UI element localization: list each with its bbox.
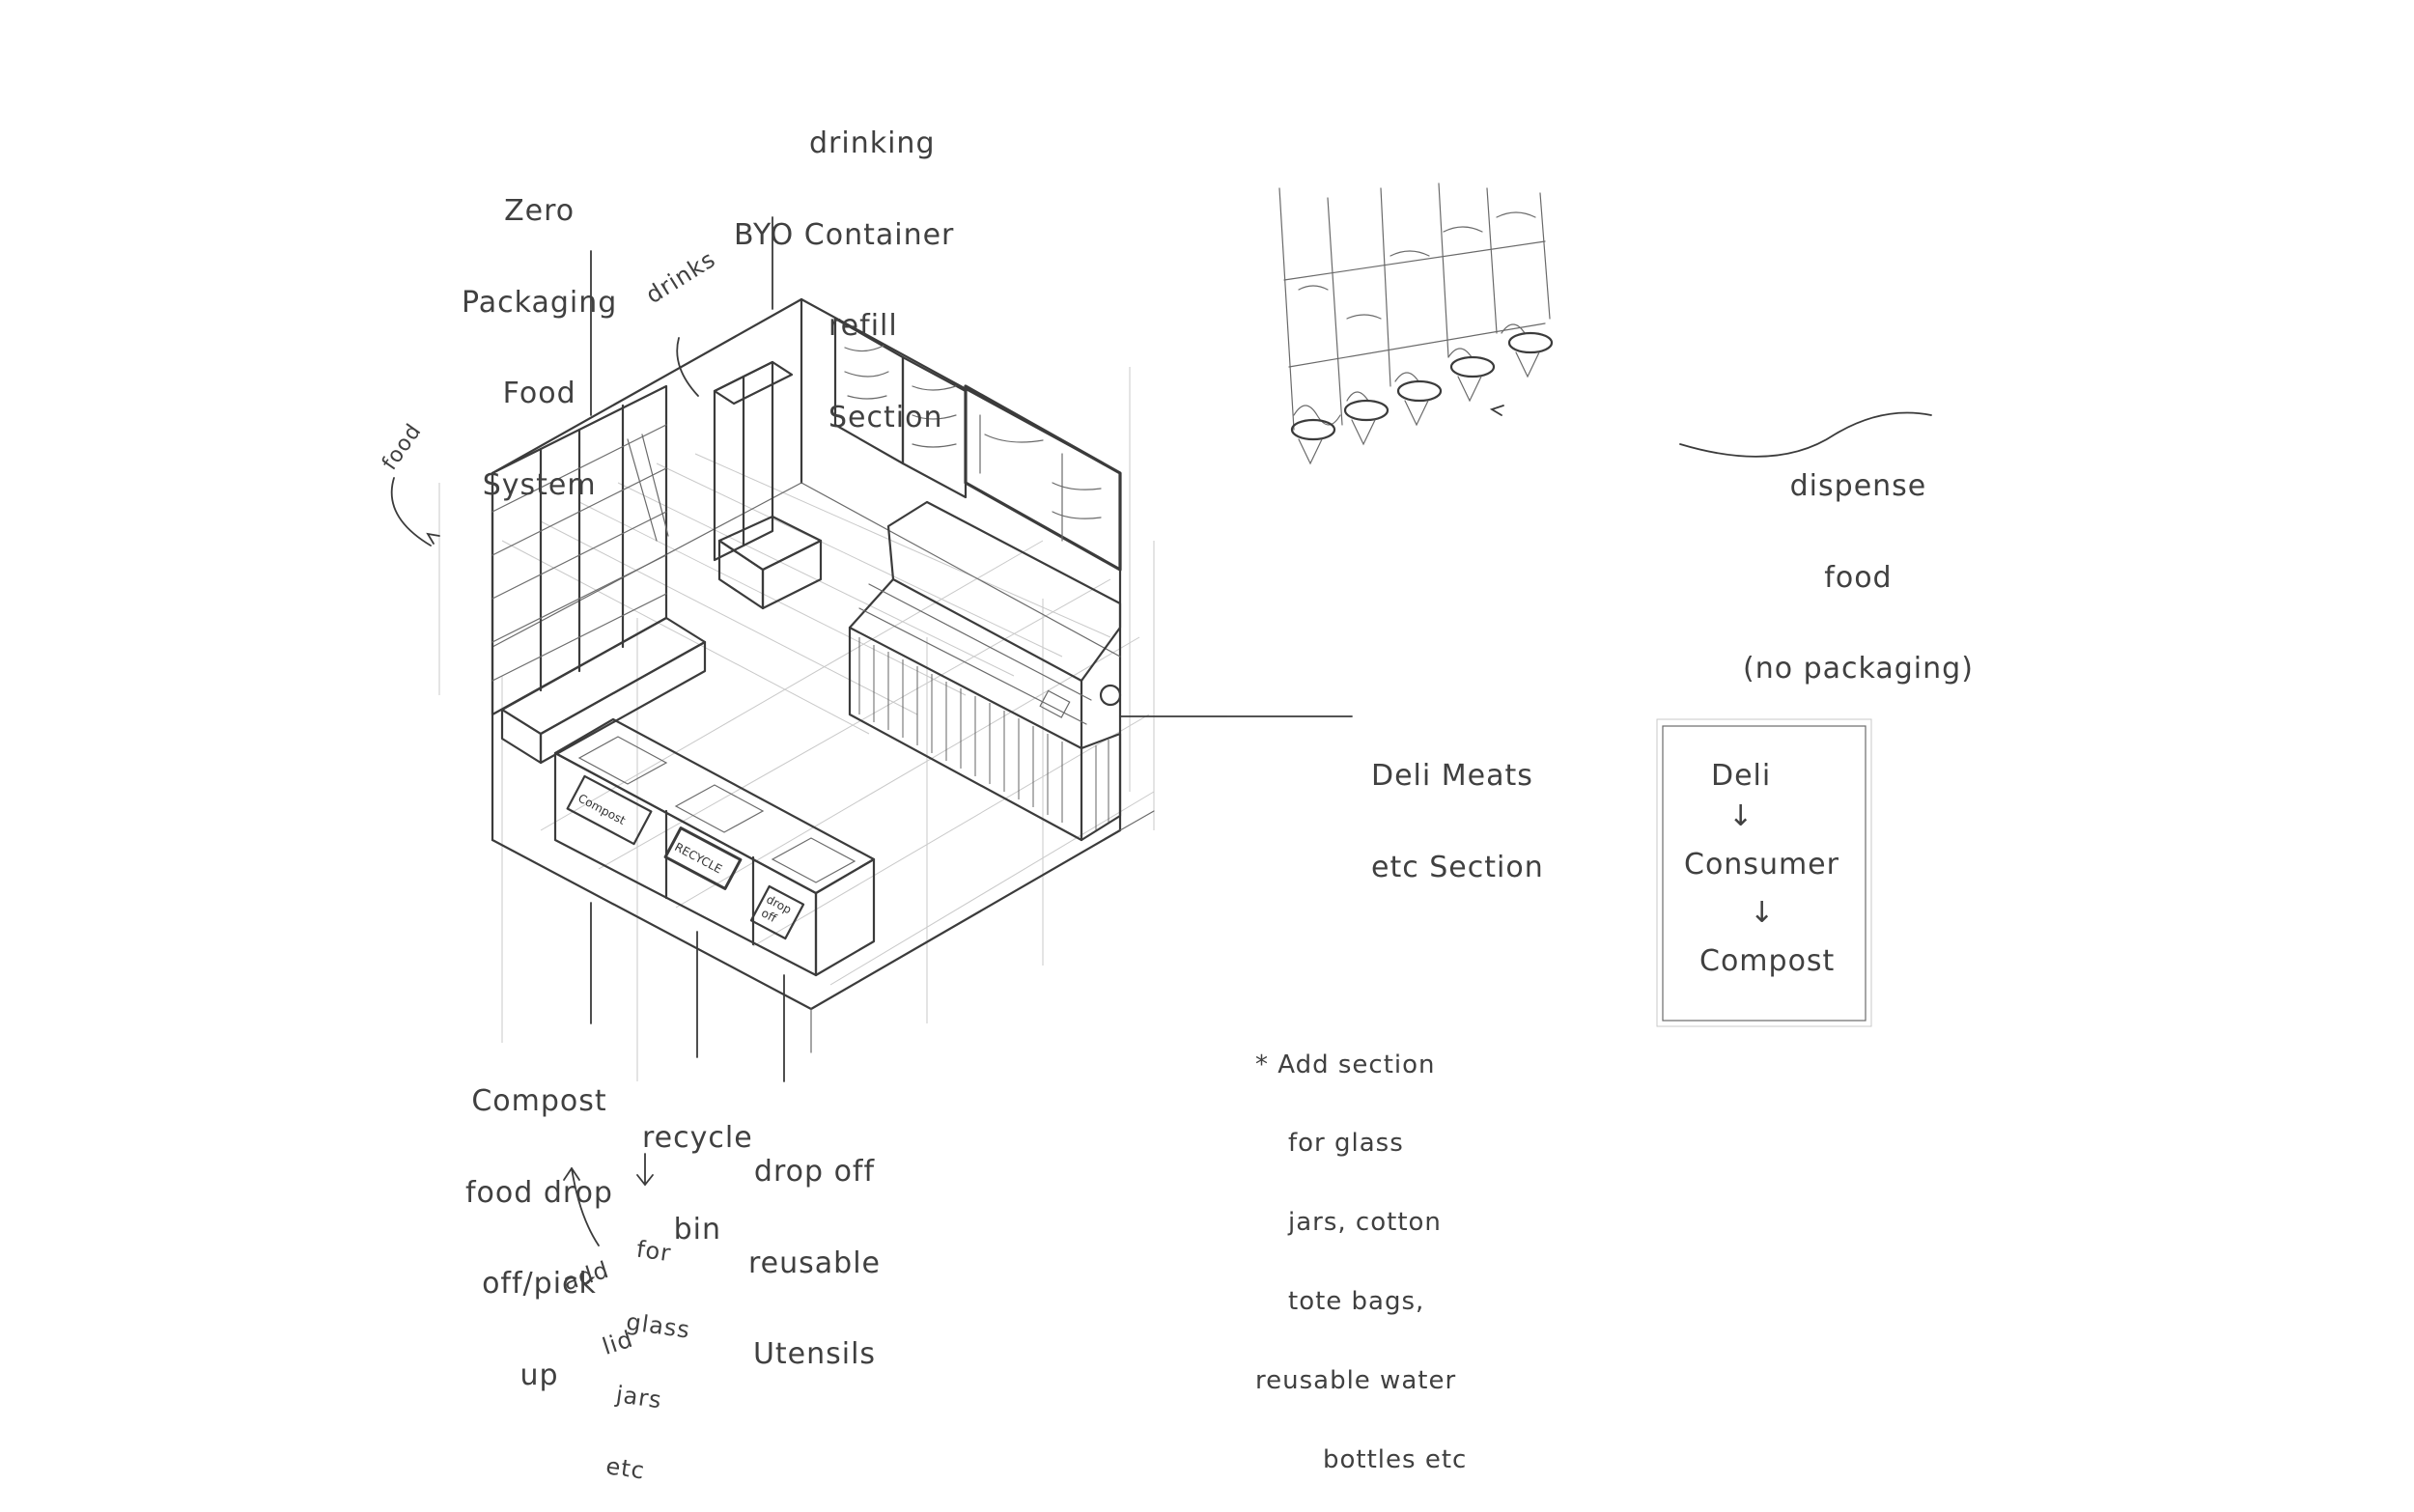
note-line: recycle bbox=[642, 1121, 753, 1155]
note-line: Section bbox=[828, 400, 943, 434]
note-byo-container: drinking BYO Container refill Section bbox=[734, 68, 954, 463]
leader-lines bbox=[390, 216, 1932, 1246]
bin-label-off: off bbox=[759, 906, 779, 925]
sketch-page: Compost RECYCLE drop off bbox=[378, 68, 1974, 1485]
note-drop-off-utensils: drop off reusable Utensils bbox=[748, 1096, 881, 1400]
note-line: dispense bbox=[1789, 469, 1927, 503]
note-line: food drop bbox=[465, 1175, 613, 1210]
note-line: Utensils bbox=[752, 1337, 877, 1371]
note-line: add bbox=[559, 1256, 613, 1297]
flow-box: Deli ↓ Consumer ↓ Compost bbox=[1663, 726, 1866, 1021]
isometric-store-sketch: Compost RECYCLE drop off bbox=[390, 182, 1932, 1246]
flow-step-consumer: Consumer bbox=[1684, 848, 1839, 882]
note-line: etc Section bbox=[1371, 850, 1544, 884]
note-line: * Add section bbox=[1255, 1050, 1436, 1079]
flow-arrow-down-icon: ↓ bbox=[1750, 896, 1776, 930]
drink-refill-unit bbox=[713, 360, 823, 610]
note-line: reusable bbox=[748, 1246, 881, 1280]
note-line: drinking bbox=[809, 126, 936, 160]
dispenser-sketch bbox=[1278, 182, 1554, 465]
note-line: Deli Meats bbox=[1371, 759, 1533, 793]
note-line: bottles etc bbox=[1323, 1445, 1468, 1475]
note-line: reusable water bbox=[1255, 1366, 1457, 1396]
flow-step-compost: Compost bbox=[1699, 944, 1836, 978]
note-line: drop off bbox=[753, 1155, 876, 1189]
note-line: jars bbox=[614, 1380, 664, 1414]
note-line: for glass bbox=[1288, 1129, 1404, 1159]
note-line: Compost bbox=[471, 1084, 607, 1118]
note-line: refill bbox=[828, 309, 898, 343]
deli-display-case bbox=[848, 500, 1122, 842]
note-line: bin bbox=[673, 1212, 722, 1246]
deli-case-hatching bbox=[858, 637, 1109, 830]
note-line: tote bags, bbox=[1288, 1287, 1425, 1317]
food-shelving bbox=[491, 384, 707, 765]
note-line: etc bbox=[604, 1452, 647, 1485]
note-line: Food bbox=[502, 377, 576, 410]
note-line: Zero bbox=[504, 194, 575, 228]
note-line: Packaging bbox=[462, 285, 618, 320]
note-line: food bbox=[1824, 560, 1893, 595]
note-dispense-food: dispense food (no packaging) bbox=[1743, 410, 1974, 714]
note-zero-packaging: Zero Packaging Food System bbox=[462, 135, 617, 531]
menu-boards bbox=[833, 317, 1122, 572]
note-line: BYO Container bbox=[734, 217, 955, 252]
note-deli-meats: Deli Meats etc Section bbox=[1371, 700, 1544, 913]
flow-box-frame bbox=[1662, 725, 1867, 1022]
note-line: off/pick bbox=[482, 1267, 597, 1301]
note-line: System bbox=[482, 467, 597, 502]
bins-unit: Compost RECYCLE drop off bbox=[553, 717, 876, 977]
note-line: (no packaging) bbox=[1743, 652, 1974, 686]
note-line: glass bbox=[624, 1307, 692, 1344]
note-add-section: * Add section for glass jars, cotton tot… bbox=[1255, 999, 1467, 1500]
bin-label-compost: Compost bbox=[575, 792, 628, 828]
note-line: jars, cotton bbox=[1288, 1208, 1442, 1238]
note-line: for bbox=[634, 1235, 673, 1268]
note-recycle-bin: recycle bin bbox=[642, 1062, 753, 1275]
flow-step-deli: Deli bbox=[1711, 759, 1772, 793]
flow-arrow-down-icon: ↓ bbox=[1728, 799, 1754, 833]
note-compost-dropoff: Compost food drop off/pick up bbox=[465, 1025, 613, 1421]
